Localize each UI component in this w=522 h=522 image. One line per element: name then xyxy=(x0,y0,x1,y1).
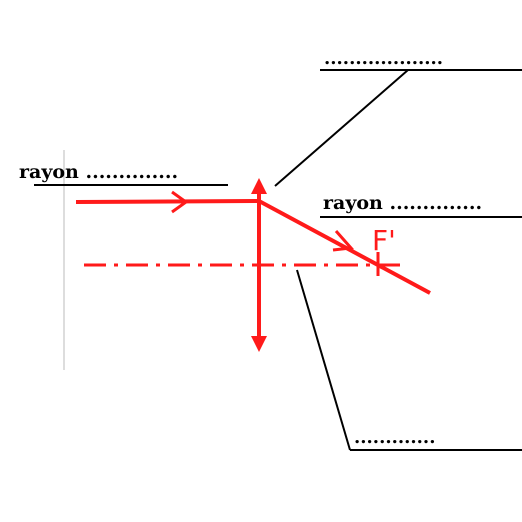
top-blank-label: ................... xyxy=(324,48,443,69)
converging-lens xyxy=(251,178,267,352)
axis-leader-line xyxy=(296,269,351,451)
refracted-ray-arrow xyxy=(332,230,355,252)
lens-bottom-arrowhead xyxy=(251,336,267,352)
incident-ray-label: rayon .............. xyxy=(19,161,178,183)
incident-ray xyxy=(75,190,260,214)
refracted-ray xyxy=(258,199,431,295)
lens-top-arrowhead xyxy=(251,178,267,194)
focal-point-label: F' xyxy=(372,224,396,257)
bottom-blank-label: ............. xyxy=(354,427,435,448)
incident-ray-arrow xyxy=(171,190,189,214)
refracted-ray-label: rayon .............. xyxy=(323,192,482,214)
lens-leader-line xyxy=(274,69,409,187)
